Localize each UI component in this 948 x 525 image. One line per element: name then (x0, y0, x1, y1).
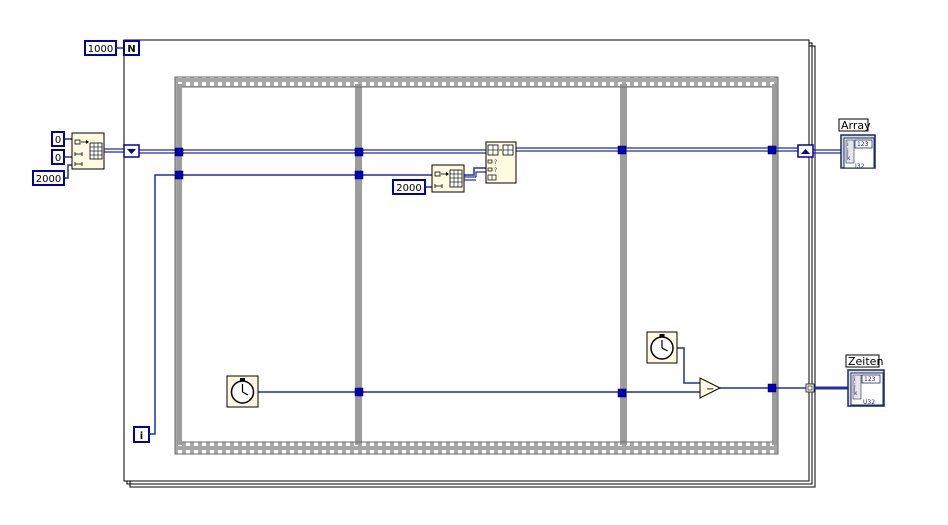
svg-text:I32: I32 (855, 163, 865, 170)
initialize-array-icon[interactable] (71, 132, 105, 170)
svg-text:i: i (847, 141, 849, 148)
inner-size-constant[interactable]: 2000 (392, 179, 426, 195)
shift-register-left[interactable] (123, 144, 140, 158)
svg-text:k: k (847, 155, 851, 162)
svg-text:Array: Array (841, 119, 871, 132)
svg-text:j: j (846, 148, 849, 155)
svg-text:1000: 1000 (88, 44, 113, 55)
tick-count-clock-icon[interactable] (646, 331, 678, 364)
svg-text:U32: U32 (863, 399, 875, 406)
tunnels (174, 145, 777, 398)
rows-constant[interactable]: 0 (51, 131, 65, 147)
loop-count-terminal: N (123, 40, 140, 56)
svg-text:123: 123 (857, 141, 869, 148)
wires (64, 138, 848, 435)
svg-text:N: N (127, 44, 135, 55)
svg-text:i: i (140, 431, 143, 442)
svg-text:123: 123 (864, 376, 876, 383)
svg-text:0: 0 (55, 153, 61, 164)
svg-text:k: k (854, 390, 858, 397)
array-indicator[interactable]: Array 123 i j k I32 (838, 118, 876, 170)
svg-text:i: i (854, 376, 856, 383)
svg-text:2000: 2000 (36, 174, 61, 185)
svg-text:?: ? (494, 167, 497, 174)
indexing-tunnel (805, 383, 815, 393)
svg-text:2000: 2000 (396, 183, 421, 194)
replace-array-subset-icon[interactable]: ? ? (485, 141, 517, 184)
loop-count-constant[interactable]: 1000 (84, 40, 117, 56)
tick-count-clock-icon[interactable] (226, 375, 259, 408)
inner-initialize-array-icon[interactable] (431, 164, 465, 193)
svg-text:Zeiten: Zeiten (848, 355, 883, 368)
cols-constant[interactable]: 0 (51, 149, 65, 165)
shift-register-right[interactable] (797, 144, 814, 158)
svg-text:0: 0 (55, 135, 61, 146)
svg-text:?: ? (494, 159, 497, 166)
flat-sequence-structure (174, 76, 779, 455)
svg-text:−: − (706, 384, 714, 395)
svg-text:j: j (853, 383, 856, 390)
iteration-terminal: i (133, 426, 150, 443)
zeiten-indicator[interactable]: Zeiten 123 i j k U32 (845, 354, 885, 407)
subtract-icon[interactable]: − (699, 377, 722, 399)
size-constant[interactable]: 2000 (32, 170, 65, 186)
